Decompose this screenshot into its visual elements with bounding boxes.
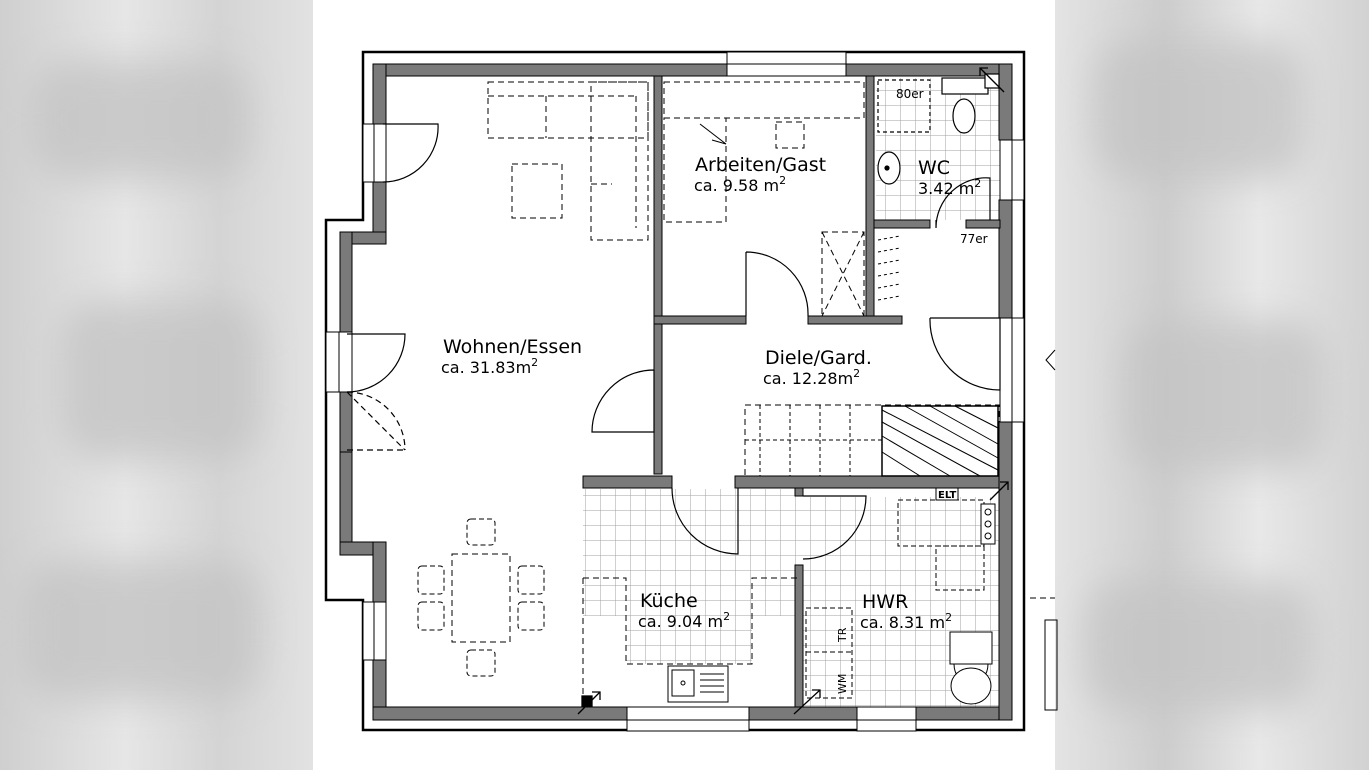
kitchen-sink xyxy=(667,665,729,703)
tiled-floors xyxy=(583,78,1000,707)
desk xyxy=(663,81,865,223)
washer-label: WM xyxy=(836,674,849,694)
room-area: ca. 12.28m2 xyxy=(763,367,860,388)
door-swings xyxy=(346,123,1001,560)
exterior-walls xyxy=(339,63,1013,721)
door-width-label: 77er xyxy=(960,232,988,246)
room-wc-label: WC 3.42 m2 xyxy=(918,157,981,198)
room-kueche-label: Küche ca. 9.04 m2 xyxy=(638,590,730,631)
sofa xyxy=(487,81,649,241)
room-area: ca. 8.31 m2 xyxy=(860,611,952,632)
room-name: Arbeiten/Gast xyxy=(695,154,826,176)
room-name: Küche xyxy=(640,590,698,612)
room-name: Wohnen/Essen xyxy=(443,336,582,358)
dryer-label: TR xyxy=(836,627,849,643)
shower-size-label: 80er xyxy=(896,87,924,101)
interior-walls xyxy=(582,75,1001,708)
hwr-fixtures xyxy=(805,487,996,705)
blurred-background-left xyxy=(0,0,313,770)
room-area: ca. 9.58 m2 xyxy=(694,174,786,195)
adjacent-sheet-marks xyxy=(1030,349,1058,711)
blurred-background-right xyxy=(1055,0,1369,770)
wc-fixtures xyxy=(877,73,1000,185)
room-arbeiten-label: Arbeiten/Gast ca. 9.58 m2 xyxy=(694,154,826,195)
room-area: 3.42 m2 xyxy=(918,177,981,198)
kitchen-counter xyxy=(582,577,797,700)
room-diele-label: Diele/Gard. ca. 12.28m2 xyxy=(763,347,872,388)
room-name: WC xyxy=(918,157,950,179)
room-area: ca. 9.04 m2 xyxy=(638,610,730,631)
wardrobe xyxy=(821,231,865,317)
staircase xyxy=(744,404,1000,477)
windows xyxy=(325,51,1025,732)
ventilation-arrows xyxy=(577,67,1009,715)
room-hwr-label: HWR ca. 8.31 m2 xyxy=(860,591,952,632)
room-name: HWR xyxy=(862,591,908,613)
room-wohnen-label: Wohnen/Essen ca. 31.83m2 xyxy=(441,336,582,377)
electrical-label: ELT xyxy=(938,490,957,501)
dining-table xyxy=(417,518,545,677)
coffee-table xyxy=(511,163,563,219)
coat-rack xyxy=(877,235,901,301)
room-name: Diele/Gard. xyxy=(765,347,872,369)
room-area: ca. 31.83m2 xyxy=(441,356,538,377)
